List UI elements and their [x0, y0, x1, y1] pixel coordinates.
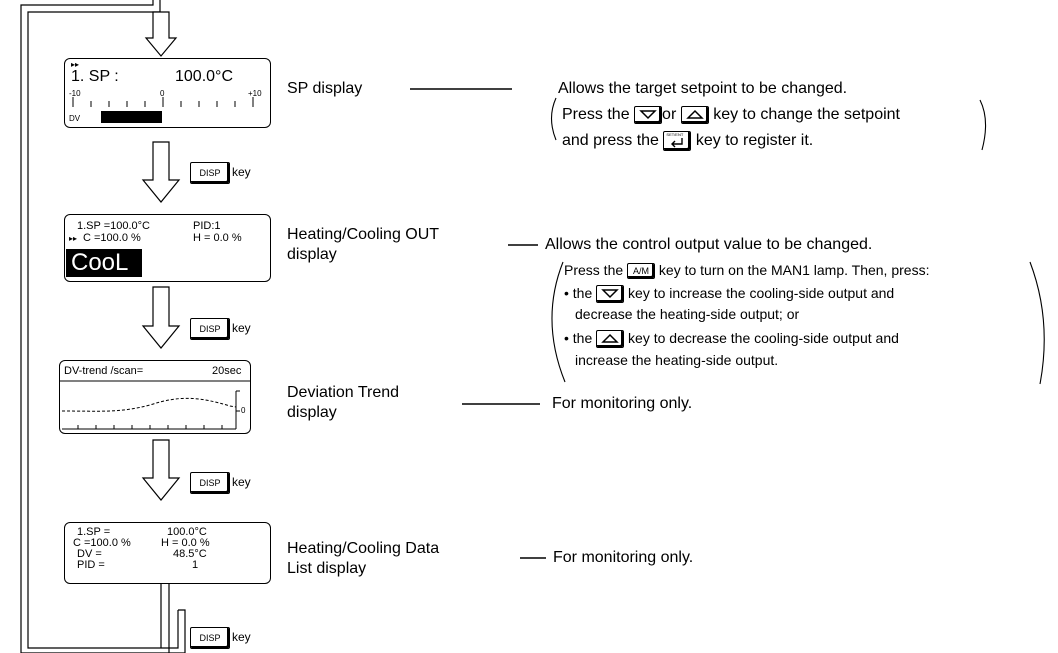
- disp-key-1[interactable]: DISP: [190, 162, 230, 184]
- desc-data-main: For monitoring only.: [553, 549, 694, 566]
- up-key-icon[interactable]: [596, 330, 625, 349]
- trend-display-screen: DV-trend /scan= 20sec 0: [59, 360, 251, 434]
- label-trend-line1: Deviation Trend: [287, 384, 400, 401]
- disp-key-3[interactable]: DISP: [190, 472, 230, 494]
- label-data-line2: List display: [287, 560, 367, 577]
- data-list-screen: 1.SP = 100.0°C C =100.0 % H = 0.0 % DV =…: [64, 522, 271, 584]
- desc-out-l4a: • the: [564, 330, 593, 346]
- desc-out-l2a: • the: [564, 285, 593, 301]
- desc-out-line5: increase the heating-side output.: [575, 352, 779, 368]
- desc-sp-p2a: and press the: [562, 132, 659, 150]
- data-r2-left: C =100.0 %: [73, 537, 131, 549]
- key-word-1: key: [232, 165, 251, 179]
- desc-out-l2b: key to increase the cooling-side output …: [628, 285, 895, 301]
- dv-bar-label: DV: [69, 114, 81, 123]
- play-icon: ▸▸: [69, 234, 78, 243]
- disp-key-2[interactable]: DISP: [190, 318, 230, 340]
- up-key-icon[interactable]: [680, 106, 709, 124]
- data-r1-right: 100.0°C: [167, 526, 207, 538]
- label-out-line2: display: [287, 246, 337, 263]
- sp-label: 1. SP :: [71, 68, 119, 85]
- down-key-icon[interactable]: [634, 106, 663, 124]
- out-row1-right: PID:1: [193, 220, 221, 232]
- scale-zero: 0: [160, 89, 165, 98]
- trend-title: DV-trend /scan=: [64, 365, 144, 377]
- desc-out-main: Allows the control output value to be ch…: [545, 236, 873, 253]
- key-word-3: key: [232, 475, 251, 489]
- sp-display-screen: ▸▸ 1. SP : 100.0°C -10 0 +10 DV: [64, 58, 271, 128]
- desc-out-l1b: key to turn on the MAN1 lamp. Then, pres…: [658, 262, 930, 278]
- enter-key-icon[interactable]: SET/ENT: [663, 131, 692, 151]
- disp-key-4[interactable]: DISP: [190, 627, 230, 649]
- desc-sp-main: Allows the target setpoint to be changed…: [558, 80, 848, 97]
- trend-interval: 20sec: [212, 365, 242, 377]
- desc-trend-main: For monitoring only.: [552, 395, 693, 412]
- trend-zero: 0: [241, 406, 246, 415]
- desc-out-line4: • the key to decrease the cooling-side o…: [564, 330, 899, 349]
- desc-out-line2: • the key to increase the cooling-side o…: [564, 285, 895, 304]
- desc-sp-line1: Press the or key to change the setpoint: [562, 106, 900, 124]
- desc-out-line1: Press the A/M key to turn on the MAN1 la…: [564, 262, 930, 280]
- key-word-2: key: [232, 321, 251, 335]
- out-row1-left: 1.SP =100.0°C: [77, 220, 150, 232]
- data-r2-right: H = 0.0 %: [161, 537, 210, 549]
- desc-out-line3: decrease the heating-side output; or: [575, 306, 800, 322]
- desc-sp-p1b: or: [662, 106, 677, 124]
- deviation-scale: [72, 97, 254, 123]
- out-row2-left: C =100.0 %: [83, 232, 141, 244]
- desc-out-l4b: key to decrease the cooling-side output …: [628, 330, 899, 346]
- desc-sp-p1c: key to change the setpoint: [713, 106, 900, 124]
- desc-sp-p2b: key to register it.: [695, 132, 814, 150]
- mode-badge: [66, 249, 142, 277]
- setent-key-label: SET/ENT: [666, 132, 684, 137]
- sp-value: 100.0°C: [175, 68, 233, 85]
- am-key-label: A/M: [633, 266, 650, 277]
- scale-min: -10: [69, 89, 81, 98]
- data-r4-left: PID =: [77, 559, 105, 571]
- data-r3-right: 48.5°C: [173, 548, 207, 560]
- desc-out-l1a: Press the: [564, 262, 624, 278]
- scale-max: +10: [248, 89, 262, 98]
- label-sp-display: SP display: [287, 80, 363, 97]
- data-r4-right: 1: [192, 559, 199, 571]
- label-out-line1: Heating/Cooling OUT: [287, 226, 440, 243]
- play-icon: ▸▸: [71, 60, 80, 69]
- down-key-icon[interactable]: [596, 285, 625, 304]
- trend-plot: [60, 380, 250, 430]
- out-row2-right: H = 0.0 %: [193, 232, 242, 244]
- label-data-line1: Heating/Cooling Data: [287, 540, 440, 557]
- key-word-4: key: [232, 630, 251, 644]
- data-r1-left: 1.SP =: [77, 526, 111, 538]
- desc-sp-line2: and press the SET/ENT key to register it…: [562, 131, 813, 151]
- data-r3-left: DV =: [77, 548, 102, 560]
- desc-sp-p1a: Press the: [562, 106, 630, 124]
- mode-text: CooL: [71, 249, 129, 276]
- out-display-screen: 1.SP =100.0°C PID:1 ▸▸ C =100.0 % H = 0.…: [64, 214, 271, 282]
- am-key[interactable]: A/M: [627, 263, 656, 280]
- label-trend-line2: display: [287, 404, 337, 421]
